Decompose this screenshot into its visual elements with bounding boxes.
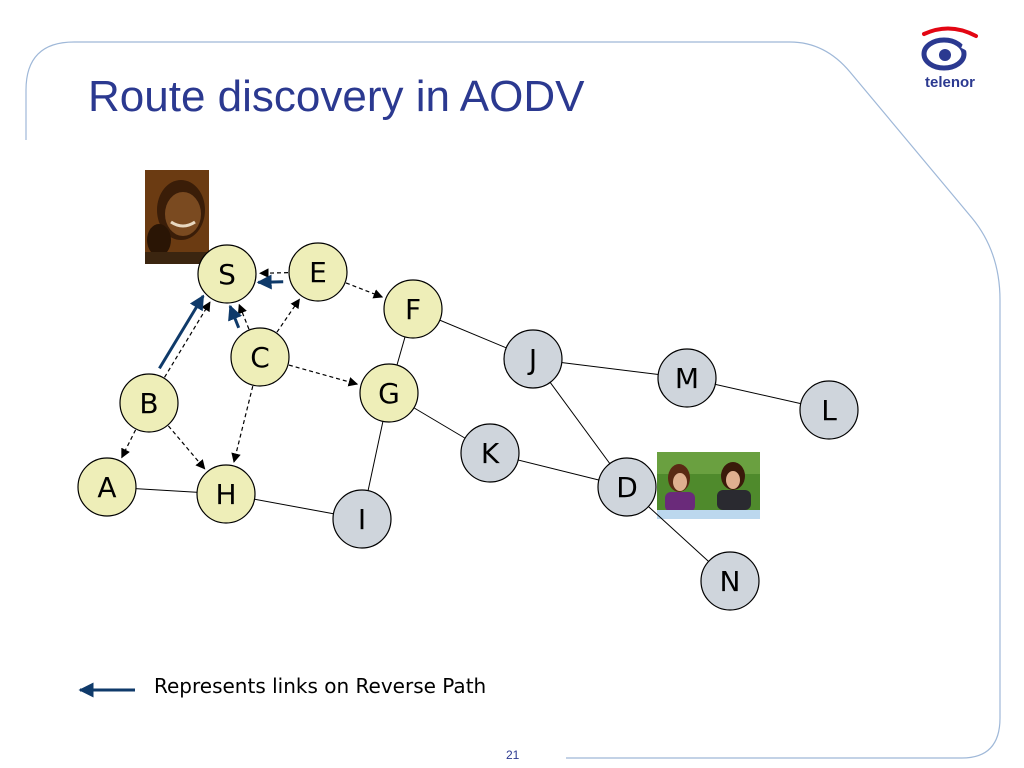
node-I: I [332,489,392,549]
node-circle-A [77,457,137,517]
node-circle-N [700,551,760,611]
node-label-C: C [250,341,270,374]
rreq-B-S [164,301,211,378]
page-title: Route discovery in AODV [88,72,585,121]
node-G: G [359,363,419,423]
rreq-E-S [259,268,289,278]
node-label-M: M [675,362,699,395]
node-E: E [288,242,348,302]
node-label-K: K [481,437,500,470]
legend-label: Represents links on Reverse Path [154,674,487,698]
source-photo-man-on-phone [145,170,209,264]
node-circle-B [119,373,179,433]
node-S: S [197,244,257,304]
node-label-E: E [309,256,327,289]
brand-name: telenor [924,74,975,91]
node-circle-M [657,348,717,408]
node-label-D: D [616,471,638,504]
node-N: N [700,551,760,611]
node-F: F [383,279,443,339]
node-M: M [657,348,717,408]
rreq-C-G [288,364,359,387]
rreq-C-H [231,385,254,463]
reverse-B-S [158,294,205,370]
rreq-B-H [167,425,206,470]
node-D: D [597,457,657,517]
nodes-layer: S E F C G B A H J M L K I D N [77,242,859,611]
people-on-phone-icon [657,452,760,519]
reverse-E-S [256,274,284,290]
node-label-I: I [358,503,366,536]
reverse-path-layer [158,274,284,370]
node-label-S: S [218,258,236,291]
node-circle-C [230,327,290,387]
node-A: A [77,457,137,517]
node-label-H: H [215,478,236,511]
node-label-B: B [139,387,158,420]
node-circle-L [799,380,859,440]
node-circle-D [597,457,657,517]
frame-outline [25,41,1001,759]
person-on-phone-icon [145,170,209,264]
node-L: L [799,380,859,440]
node-circle-K [460,423,520,483]
node-label-F: F [405,293,421,326]
destination-photo-two-women [657,452,760,519]
node-H: H [196,464,256,524]
node-J: J [503,329,563,389]
node-B: B [119,373,179,433]
node-circle-E [288,242,348,302]
node-label-J: J [527,343,537,376]
node-circle-H [196,464,256,524]
node-label-G: G [378,377,400,410]
node-circle-I [332,489,392,549]
node-label-N: N [720,565,741,598]
reverse-C-S [228,304,243,329]
node-circle-F [383,279,443,339]
node-K: K [460,423,520,483]
node-label-L: L [821,394,837,427]
node-circle-S [197,244,257,304]
node-C: C [230,327,290,387]
node-circle-J [503,329,563,389]
rreq-C-E [276,298,300,333]
node-circle-G [359,363,419,423]
rreq-B-A [121,429,137,459]
brand-logo: telenor [914,24,986,100]
page-number: 21 [506,748,520,762]
rreq-C-S [237,303,250,330]
rreq-E-F [345,282,384,299]
telenor-logo-icon [921,26,978,71]
node-label-A: A [97,471,116,504]
